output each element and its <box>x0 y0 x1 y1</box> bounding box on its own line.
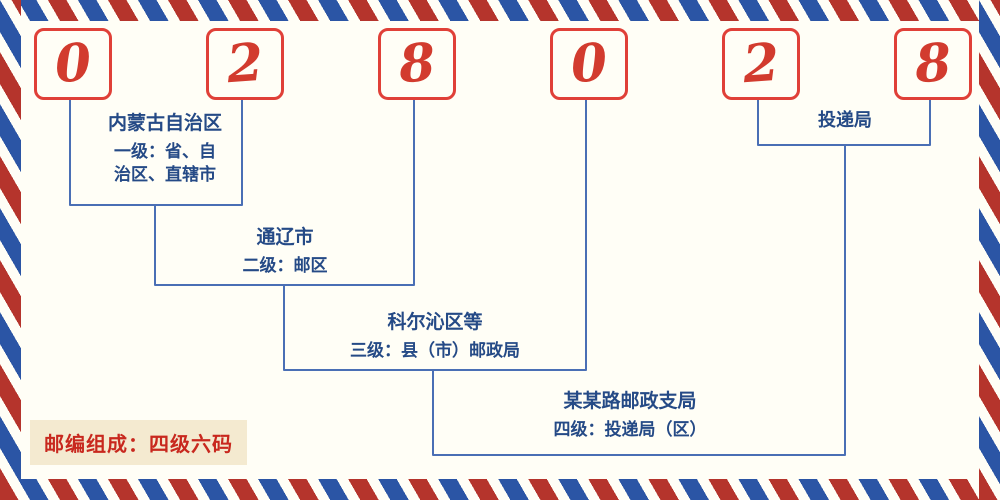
digit-box-3: 8 <box>378 28 456 100</box>
airmail-border-left <box>0 0 21 500</box>
airmail-border-top <box>0 0 1000 21</box>
level3-label: 科尔沁区等 三级：县（市）邮政局 <box>325 311 545 363</box>
airmail-border-right <box>979 0 1000 500</box>
level3-title: 科尔沁区等 <box>387 311 483 333</box>
digit-box-2: 2 <box>206 28 284 100</box>
level2-label: 通辽市 二级：邮区 <box>185 226 385 278</box>
digit-1: 0 <box>52 31 94 96</box>
digit-box-5: 2 <box>722 28 800 100</box>
level1-label: 内蒙古自治区 一级：省、自治区、直辖市 <box>75 112 255 187</box>
delivery-office-label: 投递局 <box>818 110 872 131</box>
digit-2: 2 <box>224 31 266 96</box>
level4-desc: 四级：投递局（区） <box>553 419 707 440</box>
level4-label: 某某路邮政支局 四级：投递局（区） <box>510 390 750 442</box>
digit-4: 0 <box>568 31 610 96</box>
digit-6: 8 <box>912 31 954 96</box>
level3-desc: 三级：县（市）邮政局 <box>350 340 520 361</box>
postal-code-composition-note: 邮编组成：四级六码 <box>30 420 247 465</box>
digit-box-4: 0 <box>550 28 628 100</box>
level2-title: 通辽市 <box>256 226 314 248</box>
airmail-border-bottom <box>0 479 1000 500</box>
digit-box-1: 0 <box>34 28 112 100</box>
digit-5: 2 <box>740 31 782 96</box>
level4-title: 某某路邮政支局 <box>563 390 697 412</box>
digit-3: 8 <box>396 31 438 96</box>
level1-desc: 一级：省、自治区、直辖市 <box>114 141 216 185</box>
digit-box-6: 8 <box>894 28 972 100</box>
level2-desc: 二级：邮区 <box>242 255 328 276</box>
level1-title: 内蒙古自治区 <box>107 112 222 134</box>
